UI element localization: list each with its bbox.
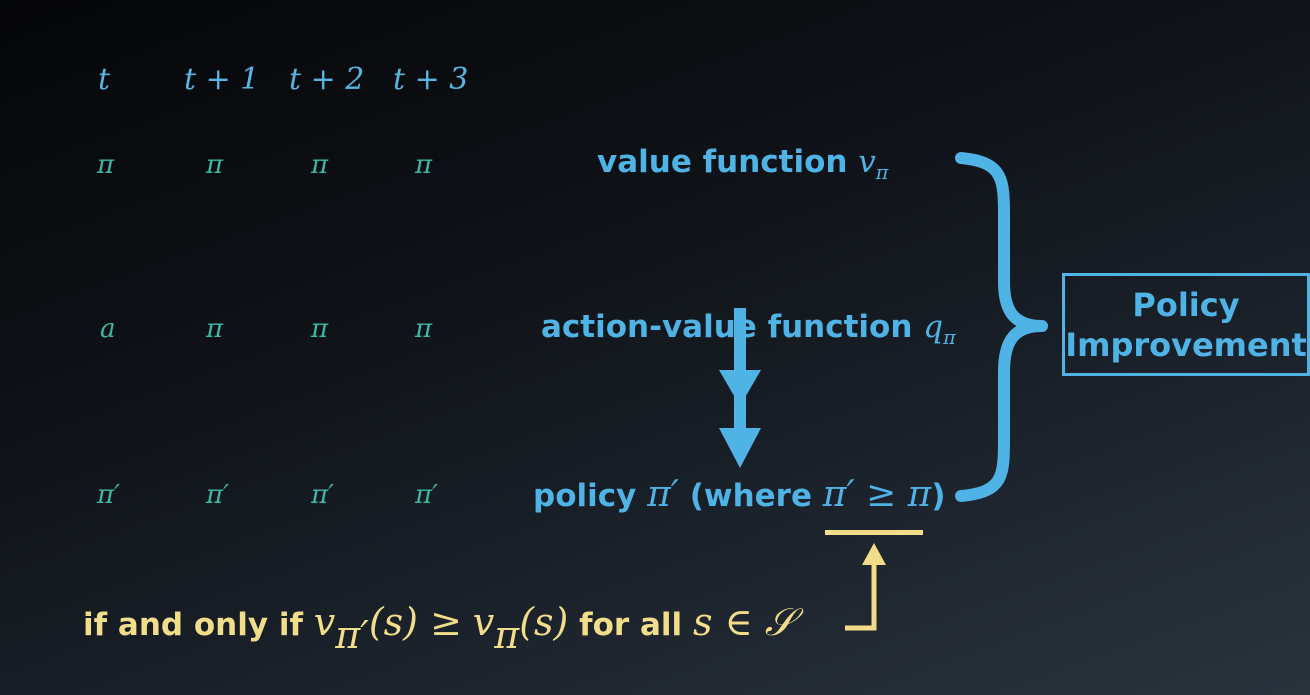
value-function-symbol: v: [858, 144, 876, 180]
iff-v2-symbol: v: [472, 600, 495, 644]
policy-close-paren: ): [931, 478, 946, 514]
iff-v-symbol: v: [313, 600, 336, 644]
policy-label: policy π′ (where π′ ≥ π): [533, 474, 946, 515]
grid-r1-c4: π: [415, 150, 433, 180]
iff-condition: if and only if vπ′(s) ≥ vπ(s) for all s …: [83, 600, 795, 657]
grid-r2-c3: π: [311, 314, 329, 344]
time-label-t3: t + 3: [393, 62, 469, 97]
grid-r3-c3: π′: [311, 480, 334, 510]
action-value-function-symbol: q: [923, 309, 944, 345]
policy-text: policy: [533, 478, 637, 514]
time-label-t2: t + 2: [289, 62, 365, 97]
policy-improvement-line1: Policy: [1132, 285, 1240, 324]
grid-r1-c1: π: [97, 150, 115, 180]
grid-r3-c1: π′: [97, 480, 120, 510]
condition-underline: [825, 530, 923, 535]
iff-set: s ∈ 𝒮: [692, 600, 795, 644]
grid-r3-c2: π′: [206, 480, 229, 510]
grid-r2-c4: π: [415, 314, 433, 344]
iff-rhs-arg: (s): [519, 600, 569, 644]
policy-where-open: (where: [689, 478, 812, 514]
policy-symbol: π′: [647, 474, 679, 515]
policy-improvement-line2: Improvement: [1065, 325, 1307, 364]
grid-r2-c1: a: [100, 314, 116, 344]
iff-for-all: for all: [579, 607, 683, 643]
iff-prefix: if and only if: [83, 607, 303, 643]
grid-r3-c4: π′: [415, 480, 438, 510]
iff-lhs-arg: (s) ≥: [368, 600, 462, 644]
grid-r2-c2: π: [206, 314, 224, 344]
action-value-function-text: action-value function: [541, 309, 913, 345]
time-label-t1: t + 1: [184, 62, 260, 97]
policy-improvement-box: Policy Improvement: [1062, 273, 1310, 376]
time-label-t: t: [98, 62, 111, 97]
up-arrow-icon: [845, 543, 886, 631]
grid-r1-c3: π: [311, 150, 329, 180]
grid-r1-c2: π: [206, 150, 224, 180]
action-value-function-label: action-value function qπ: [541, 309, 956, 349]
iff-v2-subscript: π: [494, 613, 520, 658]
action-value-function-subscript: π: [943, 325, 956, 349]
policy-condition: π′ ≥ π: [822, 474, 932, 515]
value-function-text: value function: [597, 144, 848, 180]
value-function-subscript: π: [875, 160, 889, 184]
value-function-label: value function vπ: [597, 144, 888, 184]
down-arrow-icon: [719, 308, 761, 468]
right-brace-icon: [955, 152, 1048, 502]
iff-v-subscript: π′: [335, 613, 369, 658]
